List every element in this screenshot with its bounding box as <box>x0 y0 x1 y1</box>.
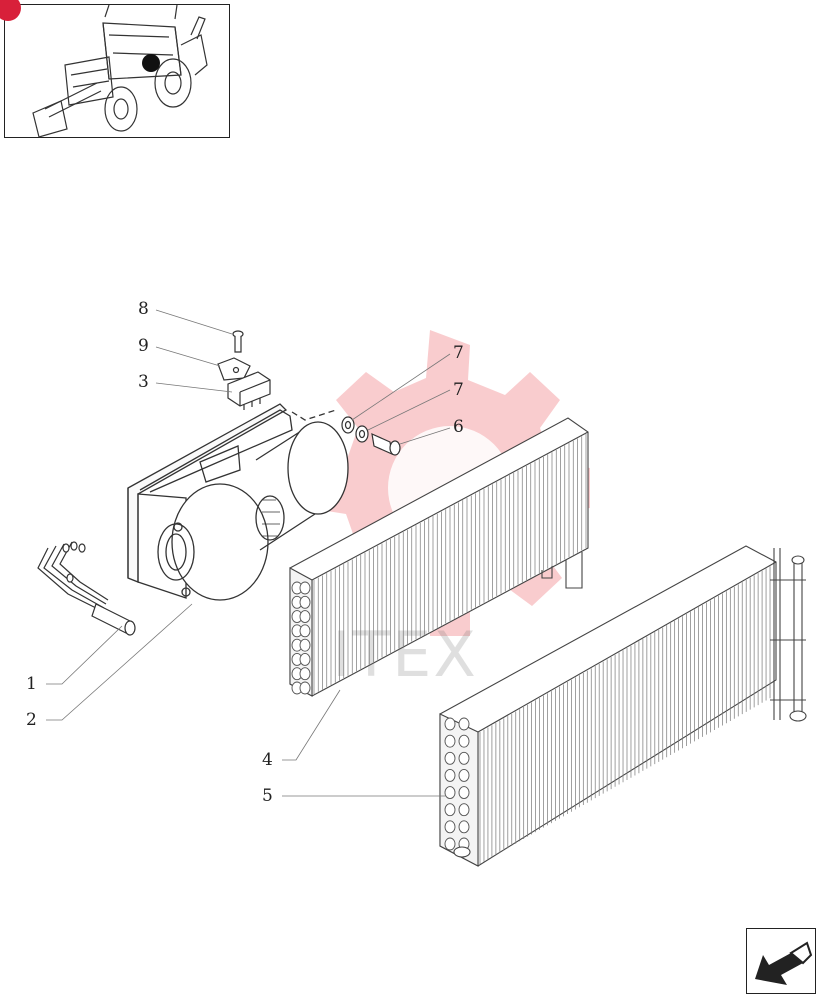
callout-8: 8 <box>138 299 149 319</box>
callout-9: 9 <box>138 336 149 356</box>
arrow-back-icon <box>755 941 813 985</box>
callout-6: 6 <box>453 417 464 437</box>
machine-location-thumbnail <box>0 0 230 138</box>
callout-4: 4 <box>262 750 273 770</box>
watermark-text: ITEX <box>332 618 478 691</box>
heater-core <box>289 417 589 697</box>
callout-7-lower: 7 <box>453 380 464 400</box>
resistor-assembly <box>217 330 271 410</box>
callout-7-upper: 7 <box>453 343 464 363</box>
corner-badge <box>0 0 21 21</box>
blower-housing <box>127 403 349 601</box>
leader-lines <box>46 309 451 797</box>
wiring-harness <box>37 541 136 636</box>
callout-3: 3 <box>138 372 149 392</box>
washers-and-bolt <box>341 416 401 456</box>
tractor-loader-icon <box>32 5 208 138</box>
callout-1: 1 <box>26 674 37 694</box>
callout-5: 5 <box>262 786 273 806</box>
back-navigation-button[interactable] <box>746 928 816 994</box>
callout-2: 2 <box>26 710 37 730</box>
evaporator-core <box>439 545 807 867</box>
